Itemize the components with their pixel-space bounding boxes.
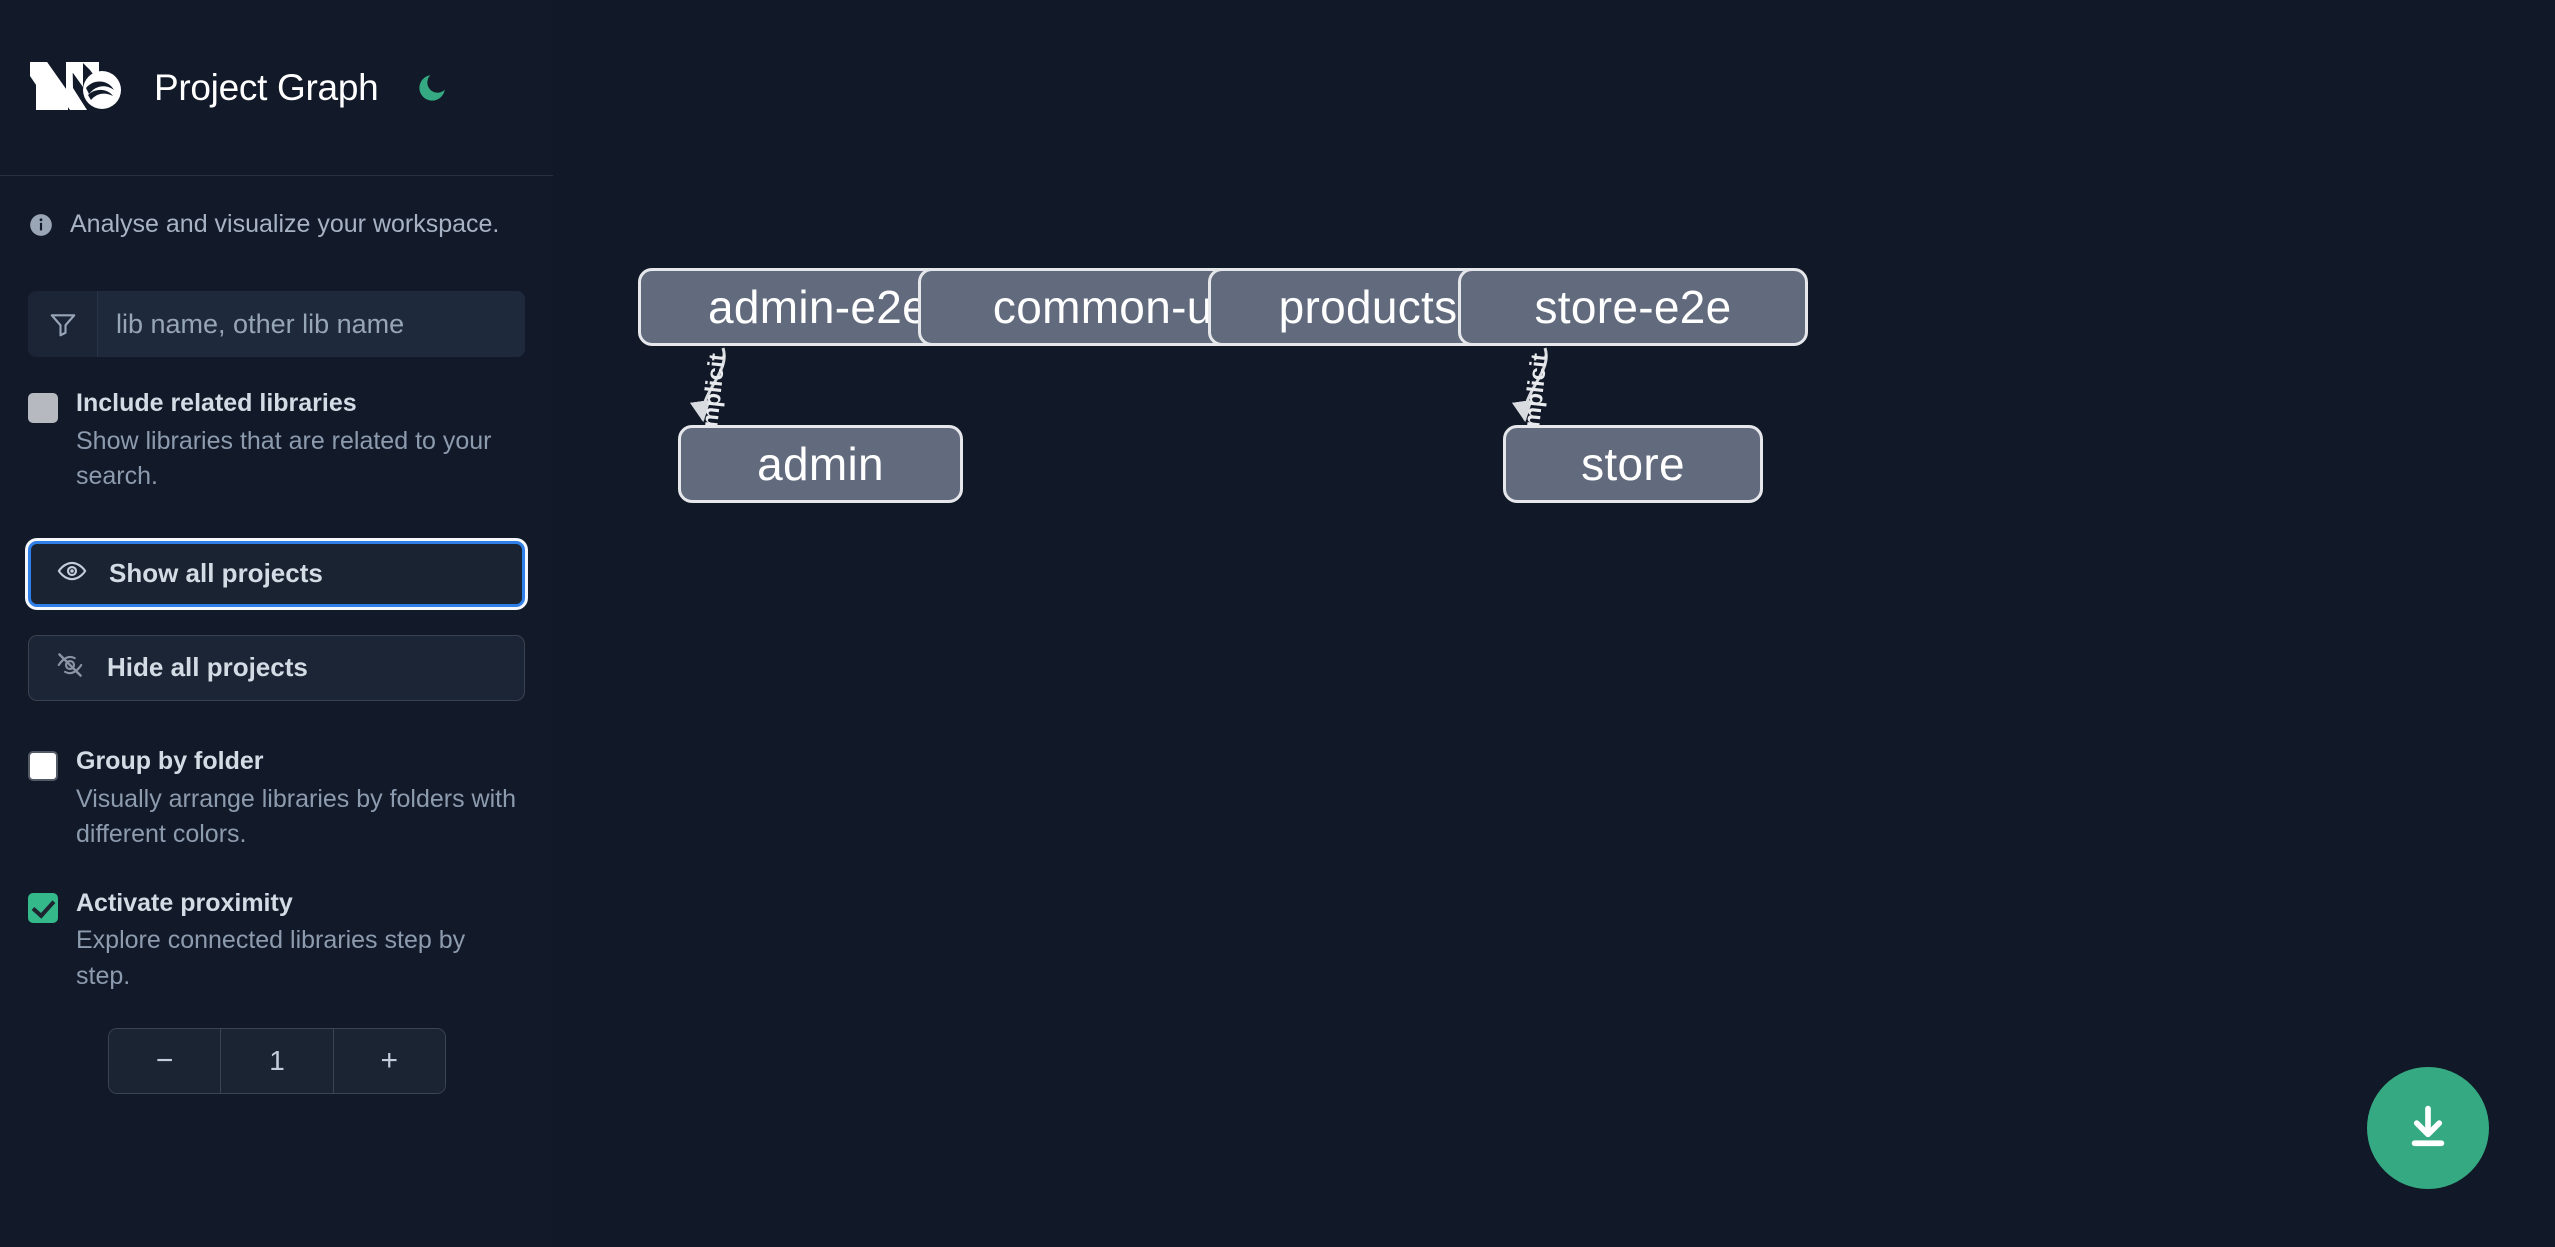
show-all-projects-button[interactable]: Show all projects xyxy=(28,540,525,607)
proximity-stepper: − 1 + xyxy=(108,1028,446,1095)
option-title: Activate proximity xyxy=(76,888,293,917)
graph-edges xyxy=(689,347,1548,423)
workspace-info: Analyse and visualize your workspace. xyxy=(0,176,553,239)
hide-all-projects-label: Hide all projects xyxy=(107,652,308,683)
search-bar xyxy=(28,291,525,357)
option-description: Show libraries that are related to your … xyxy=(76,426,492,491)
hide-all-projects-button[interactable]: Hide all projects xyxy=(28,634,525,701)
checkbox-include-related-libraries[interactable] xyxy=(28,393,58,423)
option-include-related-libraries[interactable]: Include related libraries Show libraries… xyxy=(0,387,553,495)
option-group-by-folder[interactable]: Group by folder Visually arrange librari… xyxy=(0,745,553,853)
proximity-increment-button[interactable]: + xyxy=(332,1029,445,1094)
eye-off-icon xyxy=(55,650,85,685)
proximity-decrement-button[interactable]: − xyxy=(109,1029,221,1094)
graph-node-admin[interactable]: admin xyxy=(678,425,963,503)
option-texts: Activate proximity Explore connected lib… xyxy=(76,887,525,995)
checkbox-activate-proximity[interactable] xyxy=(28,892,58,923)
sidebar-header: Project Graph xyxy=(0,0,553,176)
option-title: Include related libraries xyxy=(76,389,357,417)
graph-canvas[interactable]: implicit implicit admin-e2e common-ui pr… xyxy=(553,0,2555,1247)
option-texts: Group by folder Visually arrange librari… xyxy=(76,745,525,853)
sidebar: Project Graph Analyse and visualize your… xyxy=(0,0,553,1247)
show-all-projects-label: Show all projects xyxy=(109,558,323,589)
download-icon xyxy=(2402,1101,2454,1156)
option-description: Explore connected libraries step by step… xyxy=(76,926,466,990)
edge-label-admin-implicit: implicit xyxy=(695,352,730,435)
info-icon xyxy=(28,212,54,238)
nx-logo-icon xyxy=(28,58,126,118)
filter-funnel-icon xyxy=(28,291,98,357)
workspace-info-text: Analyse and visualize your workspace. xyxy=(70,210,500,238)
moon-icon[interactable] xyxy=(410,66,454,110)
checkbox-group-by-folder[interactable] xyxy=(28,750,58,781)
page-title: Project Graph xyxy=(154,66,379,108)
graph-node-store-e2e[interactable]: store-e2e xyxy=(1458,268,1808,346)
option-description: Visually arrange libraries by folders wi… xyxy=(76,784,517,849)
search-input[interactable] xyxy=(98,291,525,357)
download-graph-button[interactable] xyxy=(2367,1067,2489,1189)
option-activate-proximity[interactable]: Activate proximity Explore connected lib… xyxy=(0,887,553,995)
edge-label-store-implicit: implicit xyxy=(1517,352,1552,435)
eye-icon xyxy=(57,556,87,591)
proximity-value: 1 xyxy=(220,1029,333,1094)
graph-node-store[interactable]: store xyxy=(1503,425,1763,503)
option-title: Group by folder xyxy=(76,746,264,775)
option-texts: Include related libraries Show libraries… xyxy=(76,387,525,495)
